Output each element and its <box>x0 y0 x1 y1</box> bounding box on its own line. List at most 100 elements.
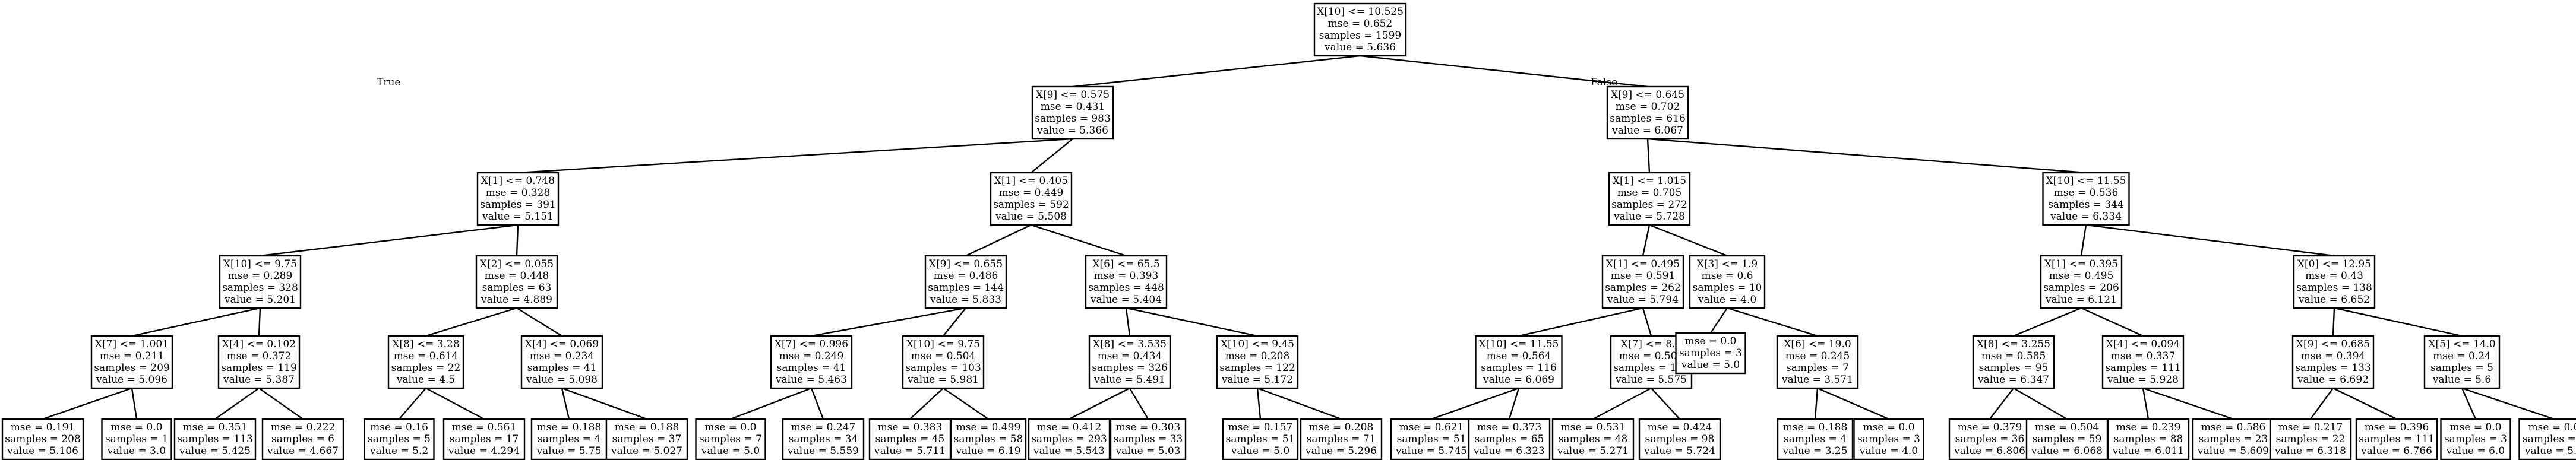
node-text-line: value = 5.172 <box>1221 374 1293 386</box>
node-text-line: samples = 138 <box>2296 282 2372 294</box>
node-text-line: mse = 0.652 <box>1328 18 1393 30</box>
node-box <box>520 335 603 389</box>
node-text-line: samples = 51 <box>1226 433 1295 445</box>
node-text-line: mse = 0.586 <box>2201 421 2266 433</box>
node-box <box>2107 418 2190 460</box>
tree-edge <box>425 307 517 337</box>
node-text-line: samples = 272 <box>1611 199 1687 211</box>
node-box <box>2101 335 2185 389</box>
node-text-line: samples = 17 <box>450 433 519 445</box>
tree-edge <box>258 307 261 337</box>
node-text-line: mse = 0.239 <box>2116 421 2181 433</box>
node-text-line: samples = 71 <box>1307 433 1376 445</box>
node-box <box>990 172 1073 226</box>
node-text-line: value = 3.571 <box>1781 374 1853 386</box>
node-box <box>2355 418 2438 460</box>
tree-edge <box>2013 307 2082 337</box>
node-text-line: value = 6.692 <box>2297 374 2369 386</box>
tree-edge <box>1647 138 2087 174</box>
node-text-line: mse = 0.0 <box>705 421 757 433</box>
tree-edge <box>1072 55 1361 88</box>
node-text-line: value = 3.0 <box>107 445 166 457</box>
node-box <box>2423 335 2501 389</box>
node-text-line: samples = 2 <box>2523 433 2576 445</box>
node-text-line: mse = 0.43 <box>2305 270 2363 282</box>
tree-edge <box>1069 387 1130 420</box>
node-box <box>173 418 257 460</box>
node-text-line: value = 5.0 <box>1681 359 1740 371</box>
node-text-line: value = 5.027 <box>611 445 682 457</box>
node-text-line: X[10] <= 10.525 <box>1317 6 1404 18</box>
tree-edge <box>1642 307 1652 337</box>
node-text-line: value = 5.296 <box>1305 445 1377 457</box>
node-text-line: mse = 0.495 <box>2049 270 2114 282</box>
tree-edge <box>943 388 989 420</box>
node-text-line: X[9] <= 0.645 <box>1611 89 1684 101</box>
node-text-line: value = 6.19 <box>955 445 1020 457</box>
node-text-line: mse = 0.585 <box>1981 350 2046 362</box>
tree-edge <box>2461 388 2477 420</box>
node-text-line: samples = 113 <box>177 433 253 445</box>
tree-edge <box>1031 138 1073 173</box>
node-text-line: value = 5.404 <box>1090 294 1162 306</box>
node-box <box>530 418 608 460</box>
node-text-line: mse = 0.373 <box>1477 421 1542 433</box>
node-text-line: samples = 3 <box>2444 433 2507 445</box>
node-text-line: value = 6.652 <box>2298 294 2370 306</box>
node-box <box>217 335 301 389</box>
node-text-line: samples = 23 <box>2199 433 2268 445</box>
tree-edge <box>2085 224 2335 257</box>
tree-edge <box>1814 388 1819 420</box>
node-text-line: mse = 0.383 <box>878 421 943 433</box>
node-box <box>2042 172 2130 226</box>
node-text-line: X[1] <= 0.405 <box>994 175 1068 187</box>
node-text-line: X[9] <= 0.575 <box>1036 89 1110 101</box>
node-text-line: mse = 0.249 <box>779 350 844 362</box>
node-box <box>1689 255 1766 309</box>
node-text-line: X[1] <= 1.015 <box>1613 175 1686 187</box>
tree-edge <box>131 388 138 420</box>
tree-edge <box>1710 307 1728 334</box>
node-box <box>1028 418 1111 460</box>
node-text-line: mse = 0.504 <box>911 350 976 362</box>
node-text-line: value = 5.543 <box>1033 445 1105 457</box>
node-text-line: value = 5.096 <box>96 374 167 386</box>
node-text-line: samples = 1599 <box>1319 30 1401 42</box>
tree-edge <box>1431 387 1519 420</box>
tree-edge <box>1256 388 1262 420</box>
node-text-line: samples = 7 <box>699 433 762 445</box>
tree-edge <box>561 387 647 420</box>
node-text-line: mse = 0.621 <box>1399 421 1464 433</box>
node-text-line: value = 5.745 <box>1395 445 1467 457</box>
node-text-line: samples = 98 <box>1645 433 1715 445</box>
node-text-line: mse = 0.486 <box>934 270 998 282</box>
node-box <box>1031 85 1114 140</box>
node-box <box>1088 335 1171 389</box>
node-text-line: samples = 983 <box>1035 113 1111 125</box>
node-text-line: mse = 0.536 <box>2054 187 2119 199</box>
tree-edge <box>131 307 261 337</box>
node-text-line: value = 5.2 <box>369 445 428 457</box>
node-text-line: samples = 209 <box>94 362 170 374</box>
node-text-line: mse = 0.434 <box>1098 350 1162 362</box>
node-box <box>1638 418 1721 460</box>
node-text-line: samples = 51 <box>1397 433 1466 445</box>
node-text-line: samples = 122 <box>1219 362 1295 374</box>
tree-edge <box>965 224 1032 257</box>
node-text-line: value = 5.75 <box>536 445 601 457</box>
node-text-line: mse = 0.217 <box>2278 421 2343 433</box>
node-box <box>387 335 464 389</box>
